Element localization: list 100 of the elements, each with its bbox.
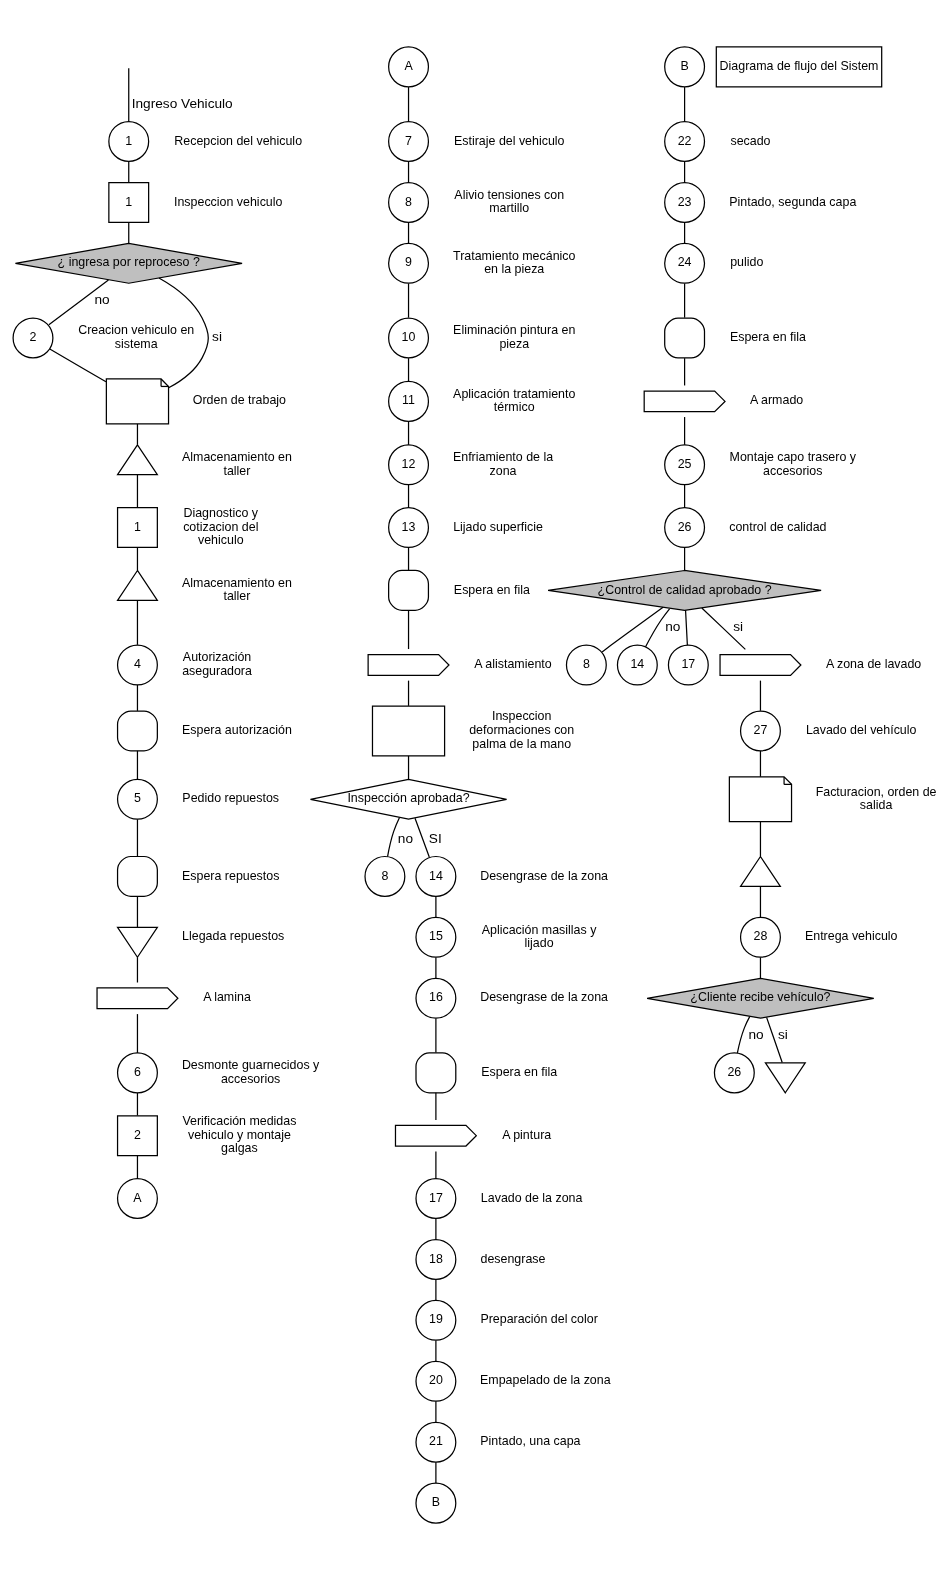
connector	[759, 956, 762, 979]
node-circle: 15	[415, 916, 457, 958]
connector	[407, 546, 410, 571]
node-label: Enfriamiento de la zona	[452, 450, 554, 478]
connector	[48, 279, 110, 326]
connector	[136, 956, 139, 984]
node-label: desengrase	[480, 1251, 546, 1266]
node-label: pulido	[730, 255, 764, 270]
node-circle: 8	[565, 644, 607, 686]
connector	[407, 609, 410, 650]
edge-label: no	[94, 292, 110, 308]
connector	[684, 282, 686, 319]
connector	[136, 750, 139, 780]
node-circle: 25	[664, 444, 706, 486]
connector	[435, 1017, 437, 1054]
node-label: Facturacion, orden de salida	[815, 784, 937, 813]
connector	[435, 1217, 437, 1240]
node-circle: 14	[616, 644, 658, 686]
connector	[407, 86, 410, 122]
node-circle: 24	[664, 242, 706, 284]
connector	[136, 599, 139, 646]
node-label: Autorización aseguradora	[182, 650, 252, 678]
node-label: Verificación medidas vehiculo y montaje galgas	[182, 1114, 297, 1156]
node-label: Orden de trabajo	[192, 393, 287, 408]
node-circle: 16	[415, 977, 457, 1019]
node-circle: 10	[388, 317, 430, 359]
node-label: Desmonte guarnecidos y accesorios	[181, 1058, 320, 1086]
node-label: Estiraje del vehiculo	[454, 133, 565, 148]
node-label: A alistamiento	[474, 657, 552, 672]
node-circle: 26	[713, 1052, 755, 1094]
node-box	[371, 705, 446, 757]
connector	[684, 609, 688, 646]
edge-label: no	[397, 830, 414, 846]
connector	[414, 817, 430, 858]
node-label: Recepcion del vehiculo	[174, 133, 303, 148]
connector	[435, 1339, 437, 1362]
connector	[407, 484, 410, 508]
node-circle: 20	[415, 1360, 457, 1402]
connector	[736, 1016, 751, 1054]
node-circle: A	[388, 46, 430, 88]
node-circle: B	[415, 1482, 457, 1524]
node-label: Diagnostico y cotizacion del vehiculo	[183, 506, 259, 548]
node-label: Espera en fila	[729, 330, 806, 345]
node-circle: 21	[415, 1421, 457, 1463]
node-circle: 13	[388, 507, 430, 549]
edge-label: si	[777, 1027, 788, 1043]
connector	[407, 420, 410, 446]
connector	[759, 680, 762, 712]
connector	[759, 750, 762, 778]
node-label: Almacenamiento en taller	[182, 450, 292, 478]
connector	[49, 348, 107, 383]
node-circle: 8	[388, 181, 430, 223]
node-label: Espera en fila	[481, 1064, 558, 1079]
node-circle: 26	[664, 507, 706, 549]
node-triangle	[764, 1062, 807, 1094]
node-label: Desengrase de la zona	[480, 868, 608, 883]
node-circle: 28	[739, 916, 781, 958]
node-label: Lijado superficie	[453, 519, 543, 534]
connector	[759, 886, 762, 918]
node-circle: 9	[388, 242, 430, 284]
node-label: Pintado, segunda capa	[729, 194, 857, 209]
node-circle: 12	[388, 444, 430, 486]
node-label: Creacion vehiculo en sistema	[78, 323, 195, 351]
connector	[684, 484, 686, 508]
connector	[407, 221, 410, 244]
node-circle: 6	[116, 1052, 158, 1094]
connector	[601, 606, 664, 653]
node-triangle	[739, 855, 782, 887]
node-label: A zona de lavado	[825, 657, 922, 672]
connector	[128, 160, 130, 183]
node-label: Espera repuestos	[182, 868, 280, 883]
node-label: secado	[730, 133, 771, 148]
edge-label: Ingreso Vehiculo	[131, 95, 233, 111]
node-label: Montaje capo trasero y accesorios	[729, 450, 856, 478]
node-circle: 2	[12, 317, 54, 359]
node-circle: 7	[388, 120, 430, 162]
node-label: Entrega vehiculo	[804, 929, 898, 944]
node-circle: 17	[415, 1177, 457, 1219]
connector	[759, 821, 762, 857]
connector	[136, 684, 139, 712]
connector	[136, 474, 139, 509]
node-label: A pintura	[502, 1127, 552, 1142]
connector	[701, 607, 746, 651]
node-label: Lavado del vehículo	[805, 723, 917, 738]
node-circle: 19	[415, 1299, 457, 1341]
node-circle: 23	[664, 181, 706, 223]
node-label: Aplicación masillas y lijado	[481, 922, 597, 951]
node-label: A lamina	[203, 990, 251, 1005]
label: Diagrama de flujo del Sistem	[719, 58, 879, 73]
edge-label: si	[733, 619, 744, 635]
node-label: Lavado de la zona	[480, 1190, 583, 1205]
node-circle: A	[116, 1177, 158, 1219]
node-triangle	[116, 443, 159, 476]
node-arrow	[367, 654, 450, 676]
node-label: Inspeccion deformaciones con palma de la mano	[469, 709, 575, 751]
node-diamond: ¿Cliente recibe vehículo?	[646, 977, 875, 1019]
node-box: 1	[116, 507, 158, 549]
connector	[435, 1092, 437, 1121]
node-circle: 8	[364, 855, 406, 897]
connector	[766, 1016, 783, 1064]
